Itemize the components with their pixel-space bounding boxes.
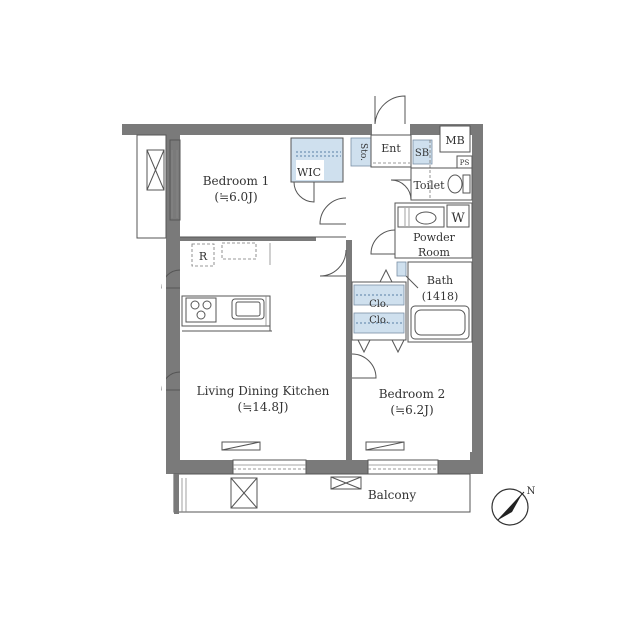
- wic-label: WIC: [297, 166, 321, 179]
- storage: Sto.: [350, 137, 372, 167]
- bedroom-2-size: (≒6.2J): [390, 403, 433, 417]
- closets: Clo. Clo.: [351, 268, 407, 354]
- toilet-room: Toilet: [390, 167, 473, 201]
- powder-room-label-1: Powder: [413, 231, 456, 244]
- ldk-label: Living Dining Kitchen: [197, 384, 330, 398]
- bedroom-1: Bedroom 1 (≒6.0J): [180, 174, 346, 238]
- sb-label: SB: [415, 148, 429, 159]
- mb-label: MB: [445, 134, 464, 147]
- pipe-space: PS: [456, 155, 473, 169]
- bedroom-2-door: [351, 353, 377, 379]
- closet-1-label: Clo.: [369, 299, 389, 310]
- balcony: Balcony: [173, 473, 471, 514]
- closet-2-label: Clo.: [369, 315, 389, 326]
- kitchen: [181, 295, 272, 332]
- living-dining-kitchen: Living Dining Kitchen (≒14.8J): [197, 384, 330, 451]
- balcony-label: Balcony: [368, 488, 416, 502]
- left-wall-doors: [161, 268, 181, 392]
- left-window-bay: [136, 134, 181, 239]
- sto-label: Sto.: [358, 143, 368, 161]
- ps-label: PS: [460, 159, 470, 167]
- bath-label: Bath: [427, 274, 453, 287]
- entrance: Ent: [370, 95, 412, 168]
- powder-room: W Powder Room: [370, 202, 473, 259]
- bedroom-1-door: [319, 197, 347, 277]
- north-compass: N: [491, 486, 536, 526]
- bath-size: (1418): [422, 290, 459, 303]
- bedroom-2-label: Bedroom 2: [379, 387, 446, 401]
- bathroom: Bath (1418): [396, 261, 473, 343]
- refrigerator-space: R: [191, 242, 271, 267]
- shoe-box: SB: [412, 139, 433, 200]
- exterior-walls: [122, 124, 483, 474]
- bedroom-1-label: Bedroom 1: [203, 174, 270, 188]
- meter-box: MB: [439, 125, 471, 153]
- bedroom-1-size: (≒6.0J): [214, 190, 257, 204]
- bedroom-2: Bedroom 2 (≒6.2J): [365, 387, 446, 451]
- refrigerator-label: R: [199, 250, 208, 263]
- toilet-label: Toilet: [413, 179, 445, 192]
- balcony-windows: [232, 459, 439, 475]
- ldk-size: (≒14.8J): [238, 400, 289, 414]
- walk-in-closet: WIC: [290, 137, 344, 203]
- powder-room-label-2: Room: [418, 246, 451, 259]
- washer-label: W: [451, 211, 465, 226]
- ent-label: Ent: [381, 142, 401, 155]
- north-label: N: [527, 486, 536, 497]
